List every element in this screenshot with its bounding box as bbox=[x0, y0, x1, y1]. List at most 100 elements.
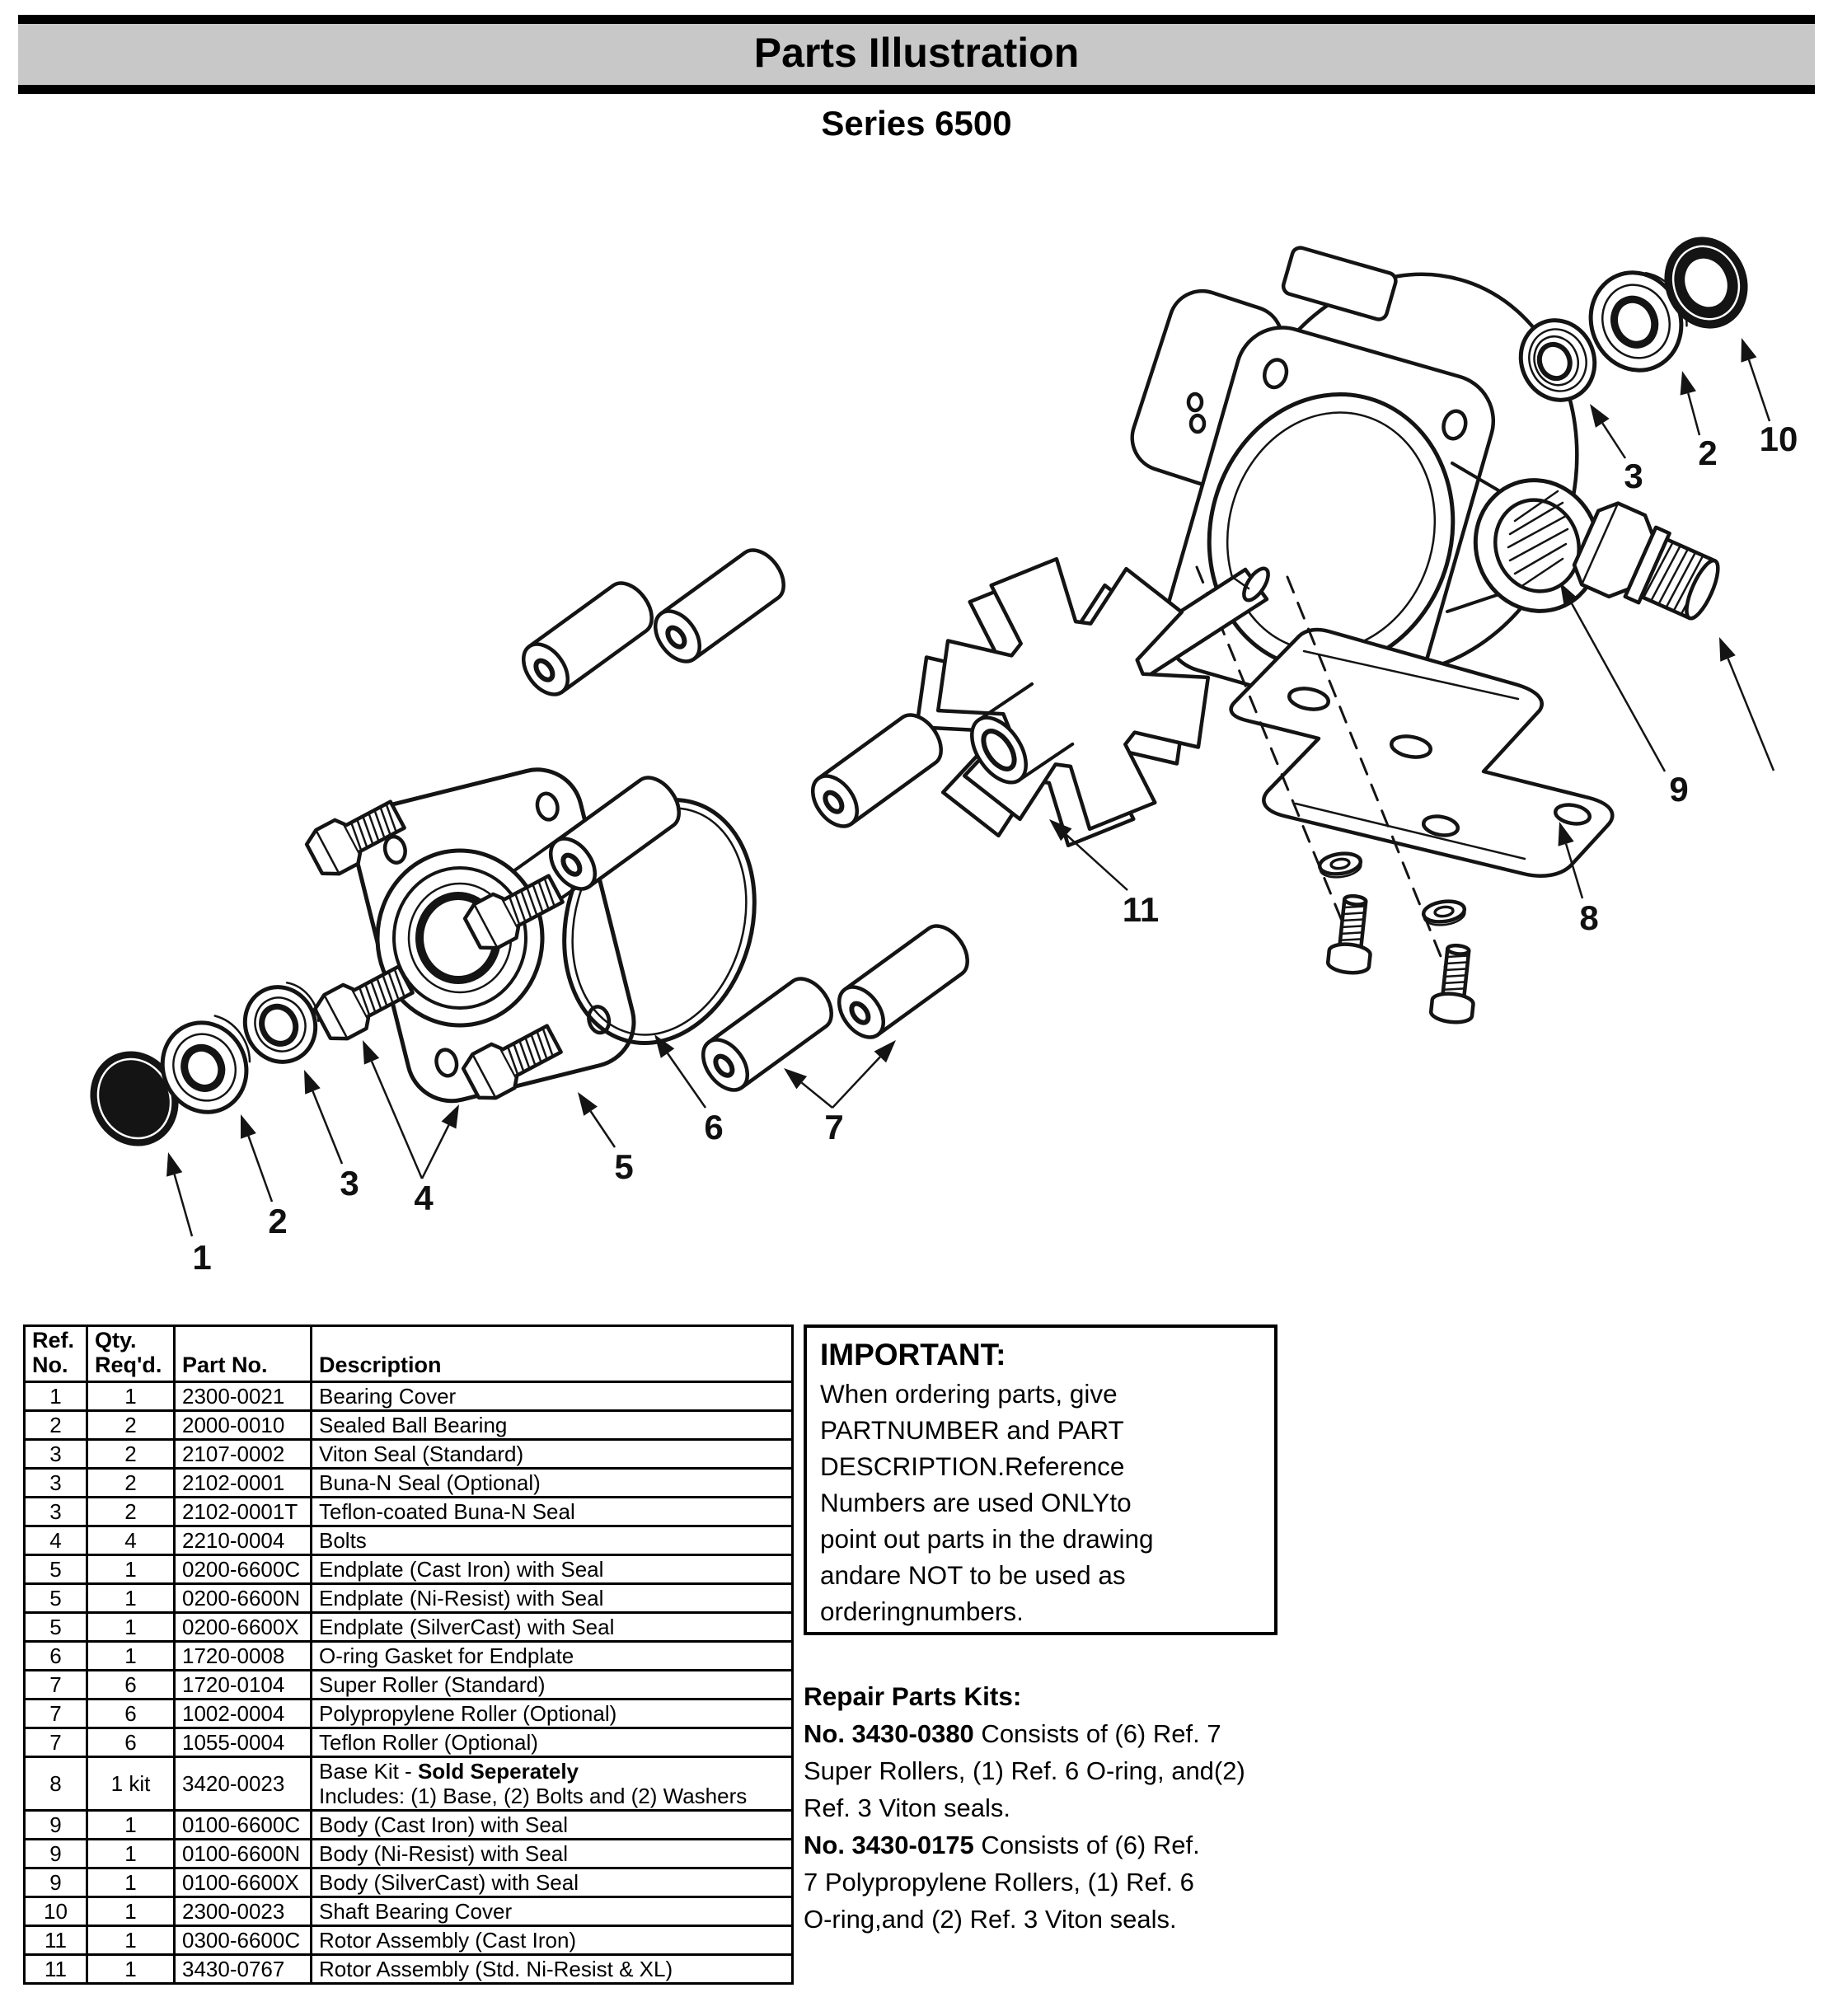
cell-description: Body (Cast Iron) with Seal bbox=[310, 1809, 794, 1840]
cell-part-no: 2300-0021 bbox=[173, 1381, 312, 1412]
cell-part-no: 3420-0023 bbox=[173, 1756, 312, 1812]
repair-kit-item: No. 3430-0380 Consists of (6) Ref. 7 Sup… bbox=[804, 1719, 1245, 1822]
cell-description: Teflon Roller (Optional) bbox=[310, 1727, 794, 1758]
column-header-qty: Qty. Req'd. bbox=[86, 1324, 176, 1383]
cell-ref-no: 7 bbox=[23, 1727, 88, 1758]
cell-qty: 2 bbox=[86, 1467, 176, 1498]
cell-qty: 1 bbox=[86, 1838, 176, 1869]
sealed-ball-bearing-drawing bbox=[1588, 270, 1688, 373]
callout-leader-line bbox=[800, 1081, 833, 1109]
cell-part-no: 1055-0004 bbox=[173, 1727, 312, 1758]
cell-qty: 1 bbox=[86, 1381, 176, 1412]
cell-qty: 6 bbox=[86, 1727, 176, 1758]
cell-description: Bolts bbox=[310, 1525, 794, 1556]
cell-part-no: 0200-6600N bbox=[173, 1582, 312, 1614]
callout-number: 3 bbox=[340, 1164, 359, 1203]
callout-leader-line bbox=[832, 1056, 881, 1109]
washer-drawing bbox=[1423, 899, 1466, 928]
callout-number: 1 bbox=[192, 1238, 211, 1277]
cell-ref-no: 3 bbox=[23, 1496, 88, 1527]
callout-arrowhead bbox=[654, 1034, 675, 1058]
roller-drawing bbox=[646, 542, 793, 670]
callout-leader-line bbox=[1065, 833, 1128, 891]
roller-drawing bbox=[514, 575, 661, 703]
title-bar-top-rule bbox=[18, 15, 1815, 24]
column-header-part-no: Part No. bbox=[173, 1324, 312, 1383]
cell-ref-no: 4 bbox=[23, 1525, 88, 1556]
callout-arrowhead bbox=[166, 1152, 183, 1177]
cell-description: Super Roller (Standard) bbox=[310, 1669, 794, 1700]
rotor-assembly-drawing bbox=[914, 556, 1270, 848]
callout-9: 9 bbox=[1560, 583, 1689, 809]
important-text: When ordering parts, give PARTNUMBER and… bbox=[820, 1379, 1154, 1626]
callout-arrowhead bbox=[241, 1114, 256, 1139]
cell-qty: 1 bbox=[86, 1554, 176, 1585]
callout-4: 4 bbox=[363, 1040, 459, 1217]
cell-qty: 6 bbox=[86, 1669, 176, 1700]
callout-number: 2 bbox=[1698, 434, 1717, 472]
callout-number: 5 bbox=[614, 1147, 633, 1186]
parts-table: Ref. No. Qty. Req'd. Part No. Descriptio… bbox=[23, 1324, 794, 1985]
callout-leader-line bbox=[173, 1174, 194, 1237]
cell-description: Polypropylene Roller (Optional) bbox=[310, 1698, 794, 1729]
callout-10: 10 bbox=[1741, 338, 1798, 458]
callout-arrowhead bbox=[1049, 819, 1072, 842]
cell-part-no: 1720-0104 bbox=[173, 1669, 312, 1700]
cell-qty: 2 bbox=[86, 1438, 176, 1470]
cell-part-no: 0300-6600C bbox=[173, 1925, 312, 1956]
callout-number: 3 bbox=[1624, 457, 1643, 495]
callout-number: 6 bbox=[704, 1108, 723, 1146]
callout-number: 11 bbox=[1123, 890, 1159, 929]
callout-leader-line bbox=[312, 1090, 344, 1165]
important-notice-box: IMPORTANT: When ordering parts, give PAR… bbox=[804, 1324, 1277, 1635]
callout-leader-line bbox=[666, 1053, 707, 1109]
callout-7: 7 bbox=[784, 1040, 896, 1146]
cell-ref-no: 7 bbox=[23, 1698, 88, 1729]
cell-part-no: 0100-6600C bbox=[173, 1809, 312, 1840]
callout-arrowhead bbox=[578, 1092, 598, 1116]
cell-description: Body (Ni-Resist) with Seal bbox=[310, 1838, 794, 1869]
repair-parts-kits-section: Repair Parts Kits: No. 3430-0380 Consist… bbox=[804, 1678, 1298, 1938]
cell-part-no: 2210-0004 bbox=[173, 1525, 312, 1556]
callout-number: 9 bbox=[1669, 770, 1688, 809]
callout-number: 10 bbox=[1760, 420, 1798, 458]
o-ring-gasket-drawing bbox=[562, 798, 757, 1045]
cell-qty: 1 kit bbox=[86, 1756, 176, 1812]
cell-part-no: 0100-6600N bbox=[173, 1838, 312, 1869]
seal-drawing bbox=[242, 982, 320, 1064]
cell-part-no: 0200-6600C bbox=[173, 1554, 312, 1585]
callout-arrowhead bbox=[1590, 404, 1610, 428]
roller-drawing bbox=[830, 918, 977, 1046]
column-header-ref-no: Ref. No. bbox=[23, 1324, 88, 1383]
cell-ref-no: 1 bbox=[23, 1381, 88, 1412]
callout-arrowhead bbox=[363, 1040, 380, 1065]
cell-ref-no: 3 bbox=[23, 1467, 88, 1498]
shaft-seal-drawing bbox=[1518, 318, 1597, 402]
cell-description: Body (SilverCast) with Seal bbox=[310, 1867, 794, 1898]
callout-leader-line bbox=[1564, 843, 1584, 899]
cell-qty: 1 bbox=[86, 1809, 176, 1840]
title-bar: Parts Illustration bbox=[18, 15, 1815, 94]
cell-part-no: 1002-0004 bbox=[173, 1698, 312, 1729]
cell-part-no: 2102-0001T bbox=[173, 1496, 312, 1527]
cell-description: Sealed Ball Bearing bbox=[310, 1409, 794, 1441]
callout-5: 5 bbox=[578, 1092, 634, 1186]
callout-6: 6 bbox=[654, 1034, 724, 1146]
cell-description: Shaft Bearing Cover bbox=[310, 1896, 794, 1927]
cell-ref-no: 5 bbox=[23, 1611, 88, 1643]
cell-description: Bearing Cover bbox=[310, 1381, 794, 1412]
cell-description: Buna-N Seal (Optional) bbox=[310, 1467, 794, 1498]
callout-arrowhead bbox=[304, 1070, 321, 1095]
callout-8: 8 bbox=[1558, 822, 1599, 937]
callout-leader-line bbox=[247, 1135, 274, 1203]
callout-number: 2 bbox=[268, 1202, 287, 1240]
cell-ref-no: 5 bbox=[23, 1582, 88, 1614]
